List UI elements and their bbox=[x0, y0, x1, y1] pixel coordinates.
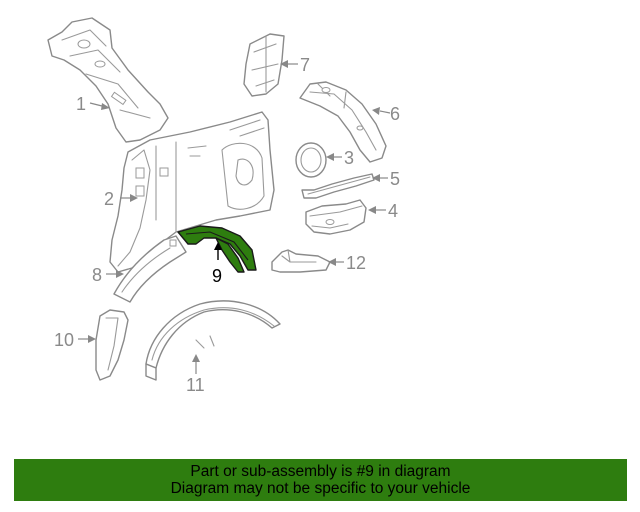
part-1-pillar[interactable] bbox=[47, 17, 169, 143]
part-3-ring-seal[interactable] bbox=[295, 142, 327, 178]
callout-12: 12 bbox=[346, 253, 366, 273]
part-7-bracket[interactable] bbox=[243, 33, 285, 97]
callout-10: 10 bbox=[54, 330, 74, 350]
part-4-lower-rail[interactable] bbox=[305, 199, 367, 235]
callout-11: 11 bbox=[186, 375, 205, 395]
part-8-wheelhouse-extension[interactable] bbox=[113, 235, 187, 303]
footer-line-disclaimer: Diagram may not be specific to your vehi… bbox=[170, 480, 471, 497]
callout-2: 2 bbox=[104, 189, 114, 209]
part-2-quarter-inner-panel[interactable] bbox=[109, 111, 275, 273]
callout-4: 4 bbox=[388, 201, 398, 221]
callout-1: 1 bbox=[76, 94, 86, 114]
part-10-lower-extension[interactable] bbox=[95, 309, 129, 381]
footer-line-part-number: Part or sub-assembly is #9 in diagram bbox=[190, 463, 451, 480]
callout-3: 3 bbox=[344, 148, 354, 168]
part-11-wheelhouse-liner[interactable] bbox=[145, 300, 281, 381]
leader-lines bbox=[78, 60, 391, 374]
callout-6: 6 bbox=[390, 104, 400, 124]
parts-diagram: 1 2 7 6 3 5 4 12 8 9 10 11 bbox=[47, 17, 400, 395]
callout-7: 7 bbox=[300, 55, 310, 75]
callout-5: 5 bbox=[390, 169, 400, 189]
callout-labels: 1 2 7 6 3 5 4 12 8 9 10 11 bbox=[54, 55, 400, 395]
part-9-wheelhouse-highlighted[interactable] bbox=[177, 225, 257, 273]
callout-8: 8 bbox=[92, 265, 102, 285]
part-6-upper-rail[interactable] bbox=[299, 81, 387, 163]
part-12-bracket[interactable] bbox=[271, 249, 331, 273]
footer-banner: Part or sub-assembly is #9 in diagram Di… bbox=[14, 459, 627, 501]
callout-9: 9 bbox=[212, 266, 222, 286]
part-5-rail-strip[interactable] bbox=[301, 173, 375, 199]
